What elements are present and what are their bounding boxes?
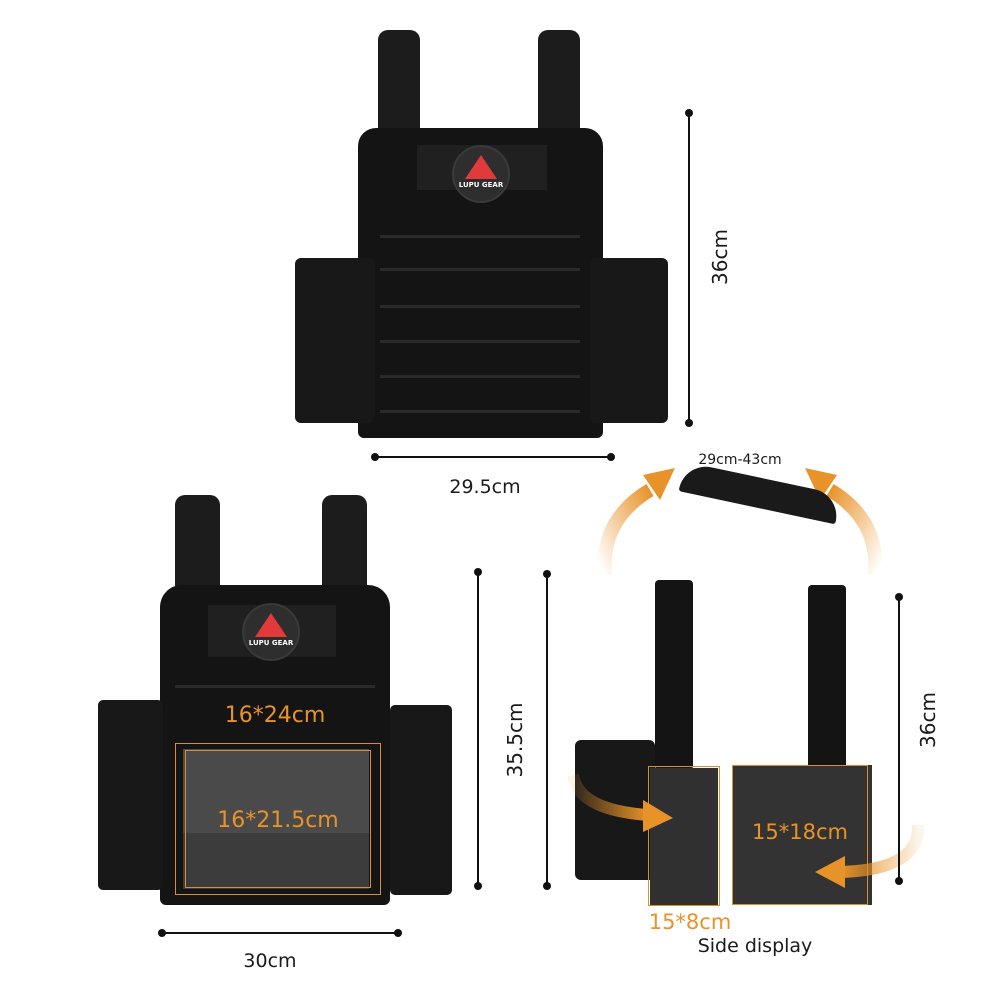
side-panel xyxy=(650,768,718,906)
brand-patch-icon: LUPU GEAR xyxy=(242,603,300,661)
outer-plate-outline xyxy=(175,743,381,895)
left-cummerbund xyxy=(295,258,375,423)
left-mag-pouch xyxy=(98,700,163,890)
front-panel xyxy=(732,765,872,905)
dimension-endpoint xyxy=(685,419,693,427)
front-height-label: 36cm xyxy=(708,229,732,285)
front-panel-size-label: 15*18cm xyxy=(752,820,848,844)
dimension-endpoint xyxy=(394,929,402,937)
dimension-endpoint xyxy=(474,882,482,890)
shoulder-range-label: 29cm-43cm xyxy=(698,452,782,468)
dimension-endpoint xyxy=(607,453,615,461)
side-display-caption: Side display xyxy=(697,935,813,957)
back-width-label: 30cm xyxy=(243,950,297,972)
side-height-label: 36cm xyxy=(916,692,940,748)
right-mag-pouch xyxy=(390,705,452,895)
brand-patch-icon: LUPU GEAR xyxy=(452,145,510,203)
back-width-dimension-line xyxy=(162,932,398,934)
front-height-dimension-line xyxy=(688,113,690,423)
curved-arrow-up-left-icon xyxy=(597,468,675,576)
front-width-label: 29.5cm xyxy=(449,476,521,498)
right-cummerbund xyxy=(590,258,668,423)
back-height-label: 35.5cm xyxy=(503,702,527,778)
dimension-endpoint xyxy=(543,882,551,890)
side-panel-outline xyxy=(648,766,720,906)
front-panel-outline xyxy=(732,765,868,905)
front-width-dimension-line xyxy=(375,456,611,458)
curved-arrow-up-right-icon xyxy=(805,468,883,576)
left-shoulder-strap xyxy=(655,580,693,770)
dimension-endpoint xyxy=(895,877,903,885)
side-left-dimension-line xyxy=(546,574,548,884)
curved-arrow-right-icon xyxy=(568,773,673,832)
side-panel-size-label: 15*8cm xyxy=(648,910,732,934)
inner-plate-outline xyxy=(185,750,371,888)
inner-plate-size-label: 16*21.5cm xyxy=(217,808,339,833)
side-height-dimension-line xyxy=(898,597,900,881)
right-shoulder-strap xyxy=(808,585,846,770)
back-height-dimension-line xyxy=(477,572,479,886)
velcro-lower-panel xyxy=(183,833,369,889)
outer-plate-size-label: 16*24cm xyxy=(224,703,326,728)
